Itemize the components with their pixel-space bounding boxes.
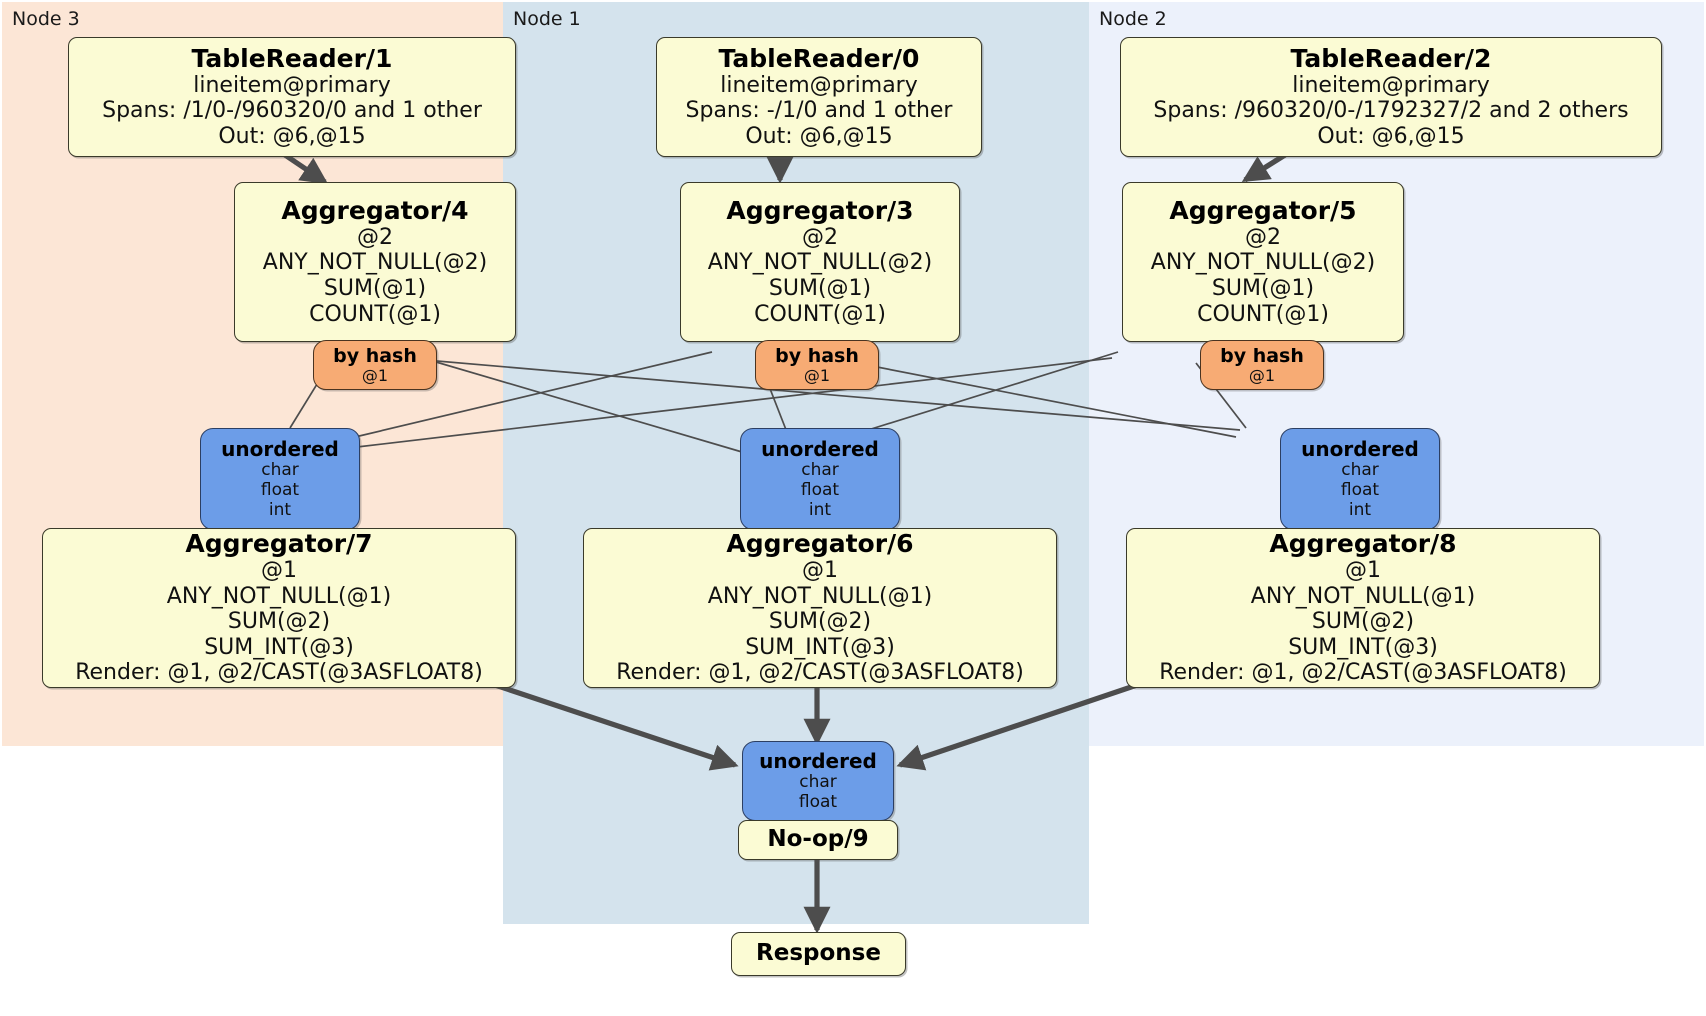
processor-title: TableReader/2 [1290, 43, 1492, 73]
synchronizer-line: char [799, 772, 837, 793]
synchronizer-unordered-8[interactable]: unordered char float int [1280, 428, 1440, 530]
processor-line: ANY_NOT_NULL(@2) [1150, 250, 1376, 276]
synchronizer-line: char [801, 460, 839, 481]
processor-title: No-op/9 [767, 826, 869, 853]
synchronizer-title: unordered [761, 436, 879, 461]
panel-node-3-label: Node 3 [12, 8, 80, 30]
processor-line: SUM(@2) [768, 609, 872, 635]
panel-node-1-label: Node 1 [513, 8, 581, 30]
processor-line: @1 [1345, 558, 1381, 584]
router-line: @1 [803, 365, 831, 385]
processor-line: SUM(@2) [1311, 609, 1415, 635]
synchronizer-line: float [1340, 480, 1380, 501]
processor-tablereader-0[interactable]: TableReader/0 lineitem@primary Spans: -/… [656, 37, 982, 157]
synchronizer-unordered-6[interactable]: unordered char float int [740, 428, 900, 530]
router-by-hash-4[interactable]: by hash @1 [313, 340, 437, 390]
router-title: by hash [333, 344, 417, 367]
synchronizer-unordered-7[interactable]: unordered char float int [200, 428, 360, 530]
processor-tablereader-2[interactable]: TableReader/2 lineitem@primary Spans: /9… [1120, 37, 1662, 157]
router-by-hash-5[interactable]: by hash @1 [1200, 340, 1324, 390]
processor-title: Aggregator/4 [281, 195, 469, 225]
processor-line: Render: @1, @2/CAST(@3ASFLOAT8) [616, 660, 1024, 686]
processor-line: Spans: /960320/0-/1792327/2 and 2 others [1153, 98, 1629, 124]
processor-line: ANY_NOT_NULL(@2) [262, 250, 488, 276]
processor-aggregator-5[interactable]: Aggregator/5 @2 ANY_NOT_NULL(@2) SUM(@1)… [1122, 182, 1404, 342]
processor-no-op-9[interactable]: No-op/9 [738, 820, 898, 860]
processor-title: Aggregator/5 [1169, 195, 1357, 225]
router-by-hash-3[interactable]: by hash @1 [755, 340, 879, 390]
router-line: @1 [361, 365, 389, 385]
processor-line: SUM(@1) [323, 276, 427, 301]
processor-line: @2 [802, 224, 838, 250]
edge-aggregator-to-final [491, 681, 1141, 771]
processor-line: Out: @6,@15 [218, 123, 366, 149]
synchronizer-line: float [800, 480, 840, 501]
processor-line: ANY_NOT_NULL(@1) [707, 583, 933, 609]
processor-title: Response [756, 940, 881, 967]
processor-line: Render: @1, @2/CAST(@3ASFLOAT8) [1159, 660, 1567, 686]
synchronizer-line: int [808, 500, 832, 521]
processor-line: SUM_INT(@3) [1288, 634, 1438, 660]
processor-line: @1 [261, 558, 297, 584]
synchronizer-line: int [268, 500, 292, 521]
synchronizer-line: char [261, 460, 299, 481]
processor-title: TableReader/1 [191, 43, 393, 73]
processor-line: SUM(@1) [768, 276, 872, 301]
processor-line: SUM(@2) [227, 609, 331, 635]
synchronizer-title: unordered [759, 748, 877, 773]
synchronizer-line: float [798, 792, 838, 813]
processor-line: SUM(@1) [1211, 276, 1315, 301]
synchronizer-line: int [1348, 500, 1372, 521]
edge-reader-to-aggregator [283, 152, 1287, 185]
processor-title: Aggregator/7 [185, 529, 373, 559]
processor-aggregator-8[interactable]: Aggregator/8 @1 ANY_NOT_NULL(@1) SUM(@2)… [1126, 528, 1600, 688]
processor-line: ANY_NOT_NULL(@1) [1250, 583, 1476, 609]
processor-line: COUNT(@1) [309, 301, 441, 327]
synchronizer-title: unordered [1301, 436, 1419, 461]
processor-aggregator-4[interactable]: Aggregator/4 @2 ANY_NOT_NULL(@2) SUM(@1)… [234, 182, 516, 342]
processor-line: Spans: -/1/0 and 1 other [685, 98, 953, 124]
processor-aggregator-3[interactable]: Aggregator/3 @2 ANY_NOT_NULL(@2) SUM(@1)… [680, 182, 960, 342]
processor-title: Aggregator/8 [1269, 529, 1457, 559]
router-title: by hash [775, 344, 859, 367]
processor-line: ANY_NOT_NULL(@1) [166, 583, 392, 609]
processor-response[interactable]: Response [731, 932, 906, 976]
processor-line: ANY_NOT_NULL(@2) [707, 250, 933, 276]
processor-line: SUM_INT(@3) [204, 634, 354, 660]
processor-aggregator-6[interactable]: Aggregator/6 @1 ANY_NOT_NULL(@1) SUM(@2)… [583, 528, 1057, 688]
processor-line: Spans: /1/0-/960320/0 and 1 other [102, 98, 482, 124]
processor-line: lineitem@primary [1292, 72, 1490, 98]
processor-aggregator-7[interactable]: Aggregator/7 @1 ANY_NOT_NULL(@1) SUM(@2)… [42, 528, 516, 688]
processor-line: Out: @6,@15 [1317, 123, 1465, 149]
processor-tablereader-1[interactable]: TableReader/1 lineitem@primary Spans: /1… [68, 37, 516, 157]
synchronizer-line: char [1341, 460, 1379, 481]
processor-line: lineitem@primary [720, 72, 918, 98]
processor-line: @2 [357, 224, 393, 250]
router-line: @1 [1248, 365, 1276, 385]
panel-node-2-label: Node 2 [1099, 8, 1167, 30]
processor-line: @2 [1245, 224, 1281, 250]
synchronizer-title: unordered [221, 436, 339, 461]
processor-title: Aggregator/3 [726, 195, 914, 225]
processor-title: TableReader/0 [718, 43, 920, 73]
processor-line: Render: @1, @2/CAST(@3ASFLOAT8) [75, 660, 483, 686]
processor-line: @1 [802, 558, 838, 584]
processor-line: SUM_INT(@3) [745, 634, 895, 660]
synchronizer-line: float [260, 480, 300, 501]
router-title: by hash [1220, 344, 1304, 367]
processor-line: COUNT(@1) [754, 301, 886, 327]
synchronizer-unordered-final[interactable]: unordered char float [742, 741, 894, 821]
processor-line: COUNT(@1) [1197, 301, 1329, 327]
processor-line: Out: @6,@15 [745, 123, 893, 149]
processor-title: Aggregator/6 [726, 529, 914, 559]
processor-line: lineitem@primary [193, 72, 391, 98]
